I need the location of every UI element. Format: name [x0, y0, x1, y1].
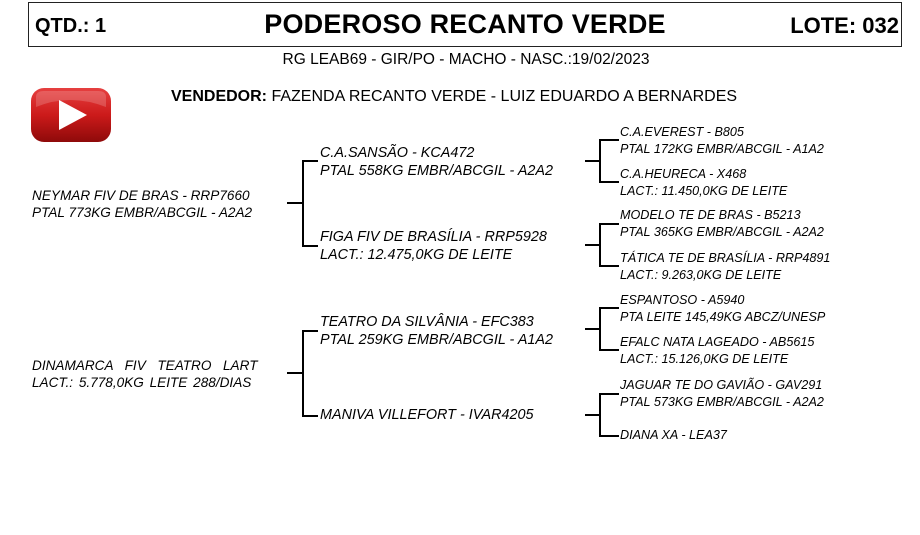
bracket-arm: [599, 139, 619, 141]
bracket-vertical: [599, 139, 601, 183]
ggp-info: PTAL 573KG EMBR/ABCGIL - A2A2: [620, 395, 824, 409]
bracket-stem: [585, 414, 600, 416]
bracket-arm: [599, 223, 619, 225]
vendor-line: VENDEDOR: FAZENDA RECANTO VERDE - LUIZ E…: [171, 88, 737, 106]
ggp-node: C.A.HEURECA - X468 LACT.: 11.450,0KG DE …: [620, 166, 787, 200]
youtube-play-icon: [31, 88, 111, 142]
dam-dam-node: MANIVA VILLEFORT - IVAR4205: [320, 406, 534, 424]
sire-dam-info: LACT.: 12.475,0KG DE LEITE: [320, 247, 513, 263]
bracket-stem: [585, 244, 600, 246]
ggp-node: TÁTICA TE DE BRASÍLIA - RRP4891 LACT.: 9…: [620, 250, 830, 284]
dam-dam-name: MANIVA VILLEFORT - IVAR4205: [320, 407, 534, 423]
sire-sire-node: C.A.SANSÃO - KCA472 PTAL 558KG EMBR/ABCG…: [320, 144, 553, 180]
ggp-node: MODELO TE DE BRAS - B5213 PTAL 365KG EMB…: [620, 207, 824, 241]
bracket-stem: [287, 372, 303, 374]
video-play-button[interactable]: [30, 87, 112, 143]
bracket-vertical: [302, 160, 304, 247]
ggp-name: JAGUAR TE DO GAVIÃO - GAV291: [620, 378, 823, 392]
ggp-name: C.A.HEURECA - X468: [620, 167, 747, 181]
ggp-info: PTAL 365KG EMBR/ABCGIL - A2A2: [620, 225, 824, 239]
bracket-vertical: [599, 223, 601, 267]
sire-dam-name: FIGA FIV DE BRASÍLIA - RRP5928: [320, 229, 547, 245]
animal-registration-info: RG LEAB69 - GIR/PO - MACHO - NASC.:19/02…: [282, 51, 650, 68]
sire-dam-node: FIGA FIV DE BRASÍLIA - RRP5928 LACT.: 12…: [320, 228, 547, 264]
ggp-node: JAGUAR TE DO GAVIÃO - GAV291 PTAL 573KG …: [620, 377, 824, 411]
sire-name: NEYMAR FIV DE BRAS - RRP7660: [32, 188, 250, 203]
bracket-arm: [599, 349, 619, 351]
ggp-info: LACT.: 11.450,0KG DE LEITE: [620, 184, 788, 198]
bracket-arm: [302, 160, 318, 162]
dam-sire-node: TEATRO DA SILVÂNIA - EFC383 PTAL 259KG E…: [320, 313, 553, 349]
vendor-label: VENDEDOR:: [171, 88, 268, 105]
bracket-arm: [599, 435, 619, 437]
bracket-stem: [585, 160, 600, 162]
sire-node: NEYMAR FIV DE BRAS - RRP7660 PTAL 773KG …: [32, 187, 252, 221]
ggp-name: DIANA XA - LEA37: [620, 428, 727, 442]
ggp-info: LACT.: 15.126,0KG DE LEITE: [620, 352, 789, 366]
dam-sire-name: TEATRO DA SILVÂNIA - EFC383: [320, 314, 534, 330]
sire-sire-name: C.A.SANSÃO - KCA472: [320, 145, 475, 161]
bracket-arm: [302, 415, 318, 417]
bracket-vertical: [599, 307, 601, 351]
ggp-info: PTAL 172KG EMBR/ABCGIL - A1A2: [620, 142, 824, 156]
bracket-stem: [585, 328, 600, 330]
bracket-stem: [287, 202, 303, 204]
ggp-name: TÁTICA TE DE BRASÍLIA - RRP4891: [620, 251, 831, 265]
lot-header: QTD.: 1 PODEROSO RECANTO VERDE LOTE: 032: [28, 2, 902, 47]
ggp-name: ESPANTOSO - A5940: [620, 293, 745, 307]
bracket-vertical: [599, 393, 601, 437]
ggp-name: C.A.EVEREST - B805: [620, 125, 744, 139]
bracket-arm: [599, 307, 619, 309]
dam-info: LACT.: 5.778,0KG LEITE 288/DIAS: [32, 375, 252, 390]
ggp-info: LACT.: 9.263,0KG DE LEITE: [620, 268, 782, 282]
dam-node: DINAMARCA FIV TEATRO LART LACT.: 5.778,0…: [32, 357, 258, 391]
animal-title: PODEROSO RECANTO VERDE: [264, 9, 666, 39]
sire-info: PTAL 773KG EMBR/ABCGIL - A2A2: [32, 205, 253, 220]
bracket-arm: [302, 245, 318, 247]
ggp-node: ESPANTOSO - A5940 PTA LEITE 145,49KG ABC…: [620, 292, 825, 326]
bracket-arm: [599, 393, 619, 395]
bracket-vertical: [302, 330, 304, 417]
bracket-arm: [599, 181, 619, 183]
quantity-label: QTD.: 1: [35, 15, 107, 37]
ggp-name: MODELO TE DE BRAS - B5213: [620, 208, 801, 222]
ggp-info: PTA LEITE 145,49KG ABCZ/UNESP: [620, 310, 826, 324]
lot-number: LOTE: 032: [790, 13, 899, 38]
ggp-node: EFALC NATA LAGEADO - AB5615 LACT.: 15.12…: [620, 334, 814, 368]
bracket-arm: [302, 330, 318, 332]
ggp-name: EFALC NATA LAGEADO - AB5615: [620, 335, 815, 349]
vendor-name: FAZENDA RECANTO VERDE - LUIZ EDUARDO A B…: [267, 88, 738, 105]
dam-sire-info: PTAL 259KG EMBR/ABCGIL - A1A2: [320, 332, 554, 348]
ggp-node: C.A.EVEREST - B805 PTAL 172KG EMBR/ABCGI…: [620, 124, 824, 158]
dam-name: DINAMARCA FIV TEATRO LART: [32, 358, 258, 373]
sire-sire-info: PTAL 558KG EMBR/ABCGIL - A2A2: [320, 163, 554, 179]
bracket-arm: [599, 265, 619, 267]
ggp-node: DIANA XA - LEA37: [620, 427, 727, 444]
